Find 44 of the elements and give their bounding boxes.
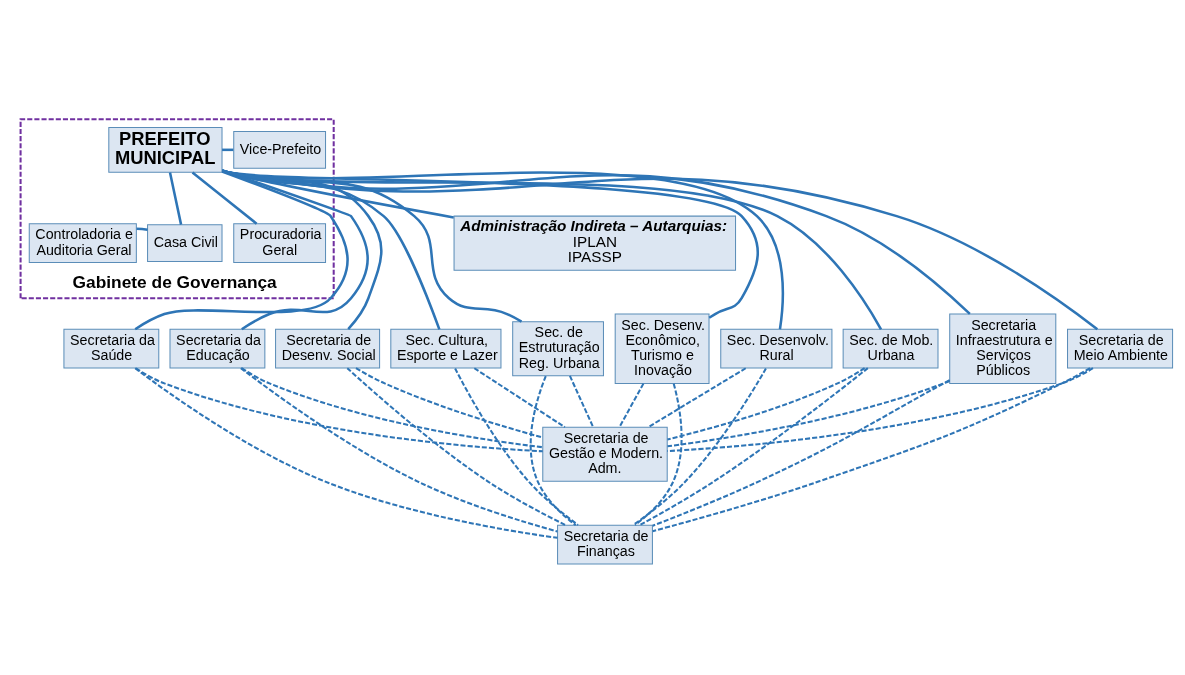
connector	[221, 169, 441, 330]
connector	[240, 367, 558, 533]
connector	[618, 383, 645, 428]
node-box: Procuradoria Geral	[233, 223, 327, 264]
node-box: Sec. Cultura, Esporte e Lazer	[390, 328, 502, 369]
connector	[346, 367, 567, 526]
connector	[454, 368, 579, 526]
connector	[473, 367, 566, 428]
connector	[667, 367, 866, 441]
node-box: PREFEITO MUNICIPAL	[108, 126, 223, 173]
connector	[667, 380, 950, 448]
node-box: Casa Civil	[147, 224, 223, 263]
connector	[355, 367, 543, 439]
node-box: Secretaria de Desenv. Social	[275, 328, 381, 369]
node-box: Secretaria da Saúde	[63, 328, 160, 369]
connector	[639, 367, 869, 526]
node-box: Secretaria de Finanças	[557, 524, 653, 565]
node-box: Sec. de Mob. Urbana	[842, 328, 939, 369]
node-box: Controladoria e Auditoria Geral	[28, 223, 137, 264]
connector	[652, 379, 951, 527]
connector	[168, 172, 183, 225]
connector	[221, 169, 1099, 331]
connector	[632, 368, 767, 526]
connector	[135, 367, 543, 453]
node-box: Sec. Desenv. Econômico, Turismo e Inovação	[614, 313, 710, 384]
connector	[667, 367, 1094, 453]
node-box: Administração Indireta – Autarquias: IPLAN IPASSP	[453, 215, 737, 271]
node-box: Sec. Desenvolv. Rural	[720, 328, 833, 369]
node-box: Sec. de Estruturação Reg. Urbana	[512, 321, 604, 377]
connector	[136, 227, 148, 231]
node-box: Secretaria de Gestão e Modern. Adm.	[542, 426, 668, 482]
connector	[647, 367, 747, 428]
connector	[134, 170, 349, 331]
connector	[652, 367, 1091, 533]
connector	[529, 375, 577, 526]
node-box: Secretaria Infraestrutura e Serviços Públicos	[949, 313, 1057, 384]
connector	[634, 383, 683, 526]
connector	[191, 171, 258, 225]
connector	[241, 367, 543, 449]
connector	[134, 367, 558, 539]
node-box: Secretaria da Educação	[169, 328, 266, 369]
connector	[569, 375, 595, 428]
node-box: Vice-Prefeito	[233, 130, 327, 169]
node-box: Secretaria de Meio Ambiente	[1067, 328, 1174, 369]
